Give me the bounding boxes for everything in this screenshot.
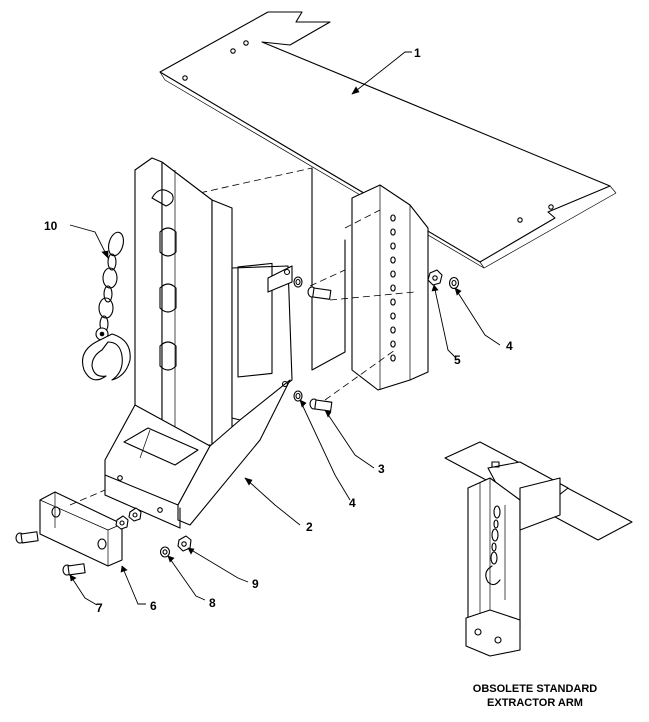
note-line-1: OBSOLETE STANDARD — [473, 683, 598, 695]
nuts-on-bracket — [115, 507, 142, 530]
vertical-post — [167, 167, 429, 401]
chain-hook-part-10 — [81, 231, 131, 381]
callout-1: 1 — [414, 46, 421, 60]
callout-5: 5 — [454, 353, 461, 367]
bolt-part-3 — [293, 390, 333, 412]
callout-6: 6 — [150, 599, 157, 613]
callout-7: 7 — [96, 601, 103, 615]
leader-lines — [69, 51, 501, 606]
mounting-plate-part-1 — [159, 11, 617, 269]
inset-chain — [485, 505, 501, 586]
lock-washer-part-8 — [159, 546, 171, 558]
bolt-upper — [293, 276, 332, 300]
callout-8: 8 — [209, 596, 216, 610]
note-line-2: EXTRACTOR ARM — [487, 697, 583, 709]
callout-10: 10 — [44, 219, 58, 233]
pad-plate-part-6 — [39, 489, 123, 567]
callout-4-left: 4 — [349, 496, 356, 510]
callout-4-right: 4 — [506, 339, 513, 353]
callout-9: 9 — [252, 577, 259, 591]
nut-part-5 — [427, 269, 443, 286]
callout-2: 2 — [306, 520, 313, 534]
washer-part-4-right — [448, 276, 460, 290]
obsolete-extractor-arm-illustration — [444, 441, 633, 657]
bolt-part-7 — [15, 531, 86, 576]
extractor-arm-bracket-part-2 — [104, 157, 293, 529]
chain-slots — [159, 227, 177, 371]
adjustment-holes — [390, 214, 396, 362]
callout-3: 3 — [378, 462, 385, 476]
nut-part-9 — [177, 535, 192, 552]
